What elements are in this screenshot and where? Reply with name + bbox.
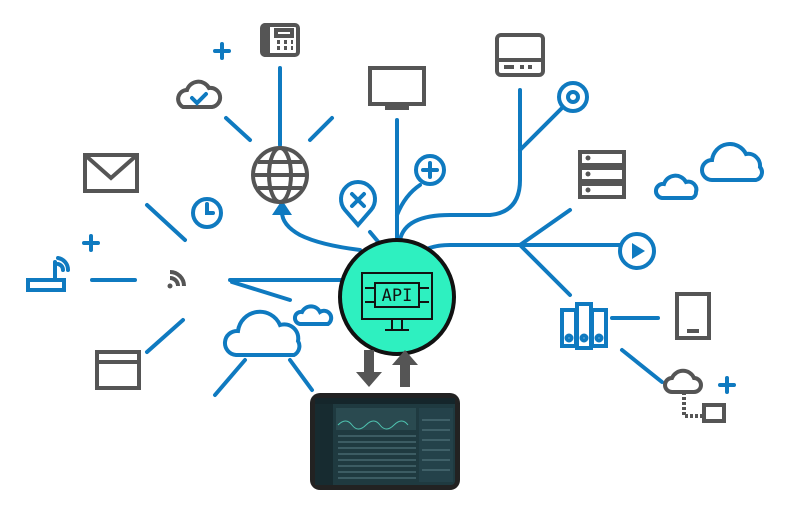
globe-icon (251, 146, 309, 204)
hard-drive-icon (495, 33, 545, 77)
small-cloud-icon (292, 304, 334, 326)
wifi-icon (167, 270, 186, 289)
clock-icon (191, 197, 223, 229)
plus-icon (82, 234, 100, 252)
cloud-check-icon (176, 79, 223, 109)
play-icon (618, 232, 656, 270)
cloud-icon (223, 309, 302, 357)
router-icon (26, 256, 71, 292)
arrow-down-icon (356, 350, 382, 387)
api-hub: API (338, 238, 456, 356)
cloud-laptop-icon (663, 368, 726, 423)
dashboard-tablet (310, 393, 460, 490)
server-rack-icon (578, 150, 626, 199)
servers-icon (560, 302, 608, 350)
add-circle-icon (414, 154, 446, 186)
plus-icon (213, 42, 231, 60)
arrow-up-icon (392, 350, 418, 387)
cloud-icon (700, 142, 764, 182)
api-label: API (382, 286, 413, 306)
close-circle-icon (339, 180, 377, 229)
tablet-device-icon (675, 292, 711, 340)
target-icon (557, 81, 589, 113)
desk-phone-icon (260, 23, 300, 57)
small-cloud-icon (653, 173, 699, 200)
mail-icon (83, 153, 139, 193)
plus-icon (718, 376, 736, 394)
browser-window-icon (95, 350, 141, 390)
monitor-icon (368, 66, 426, 110)
